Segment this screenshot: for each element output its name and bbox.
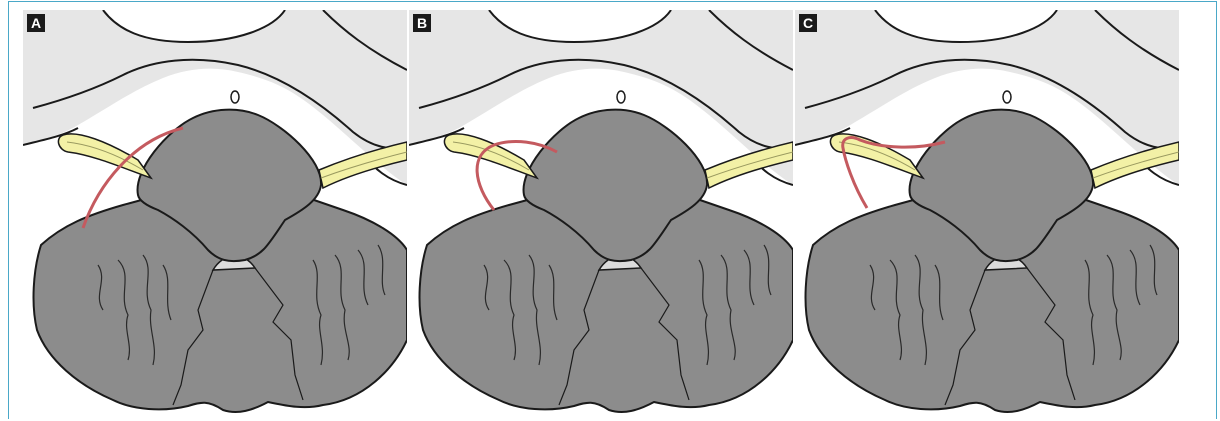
foramen (231, 91, 239, 103)
panel-a-drawing (23, 10, 407, 415)
figure: A (8, 1, 1217, 419)
panel-c: C (795, 10, 1179, 415)
foramen (617, 91, 625, 103)
foramen (1003, 91, 1011, 103)
panel-c-drawing (795, 10, 1179, 415)
panel-label: A (27, 14, 45, 32)
panel-a: A (23, 10, 407, 415)
left-nerve (58, 134, 151, 178)
panel-label: B (413, 14, 431, 32)
panel-label: C (799, 14, 817, 32)
panel-b-drawing (409, 10, 793, 415)
panel-b: B (409, 10, 793, 415)
